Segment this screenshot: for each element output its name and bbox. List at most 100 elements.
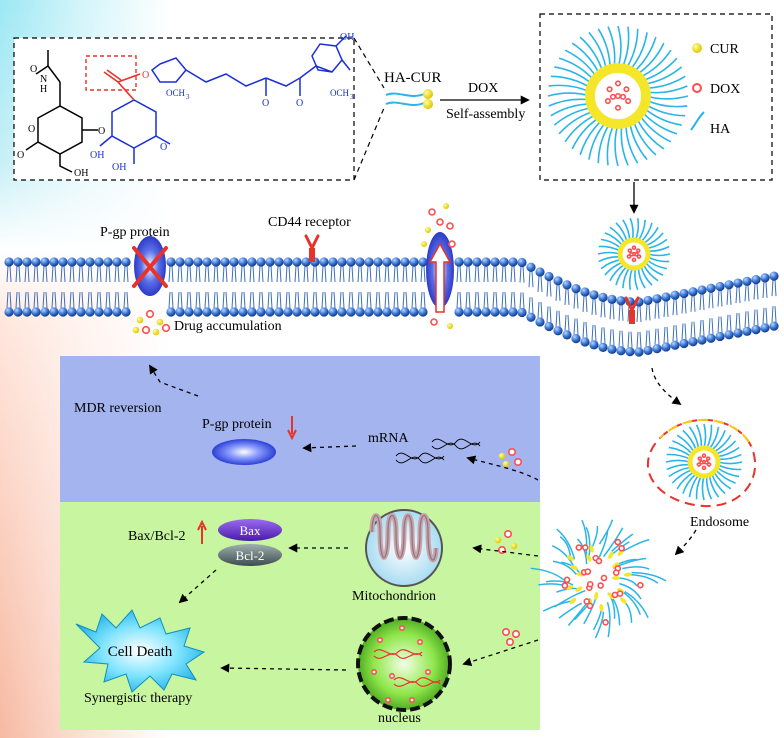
lipid-head (742, 276, 752, 286)
dox-molecule (597, 582, 604, 589)
ha-chain-loose (576, 538, 588, 565)
lipid-tail (306, 265, 309, 283)
dox-molecule (612, 569, 620, 577)
lipid-tail (357, 265, 360, 283)
lipid-tail (315, 265, 318, 283)
lipid-head (598, 292, 608, 302)
lipid-tail (411, 265, 414, 283)
cur-molecule (156, 318, 164, 326)
lipid-tail (666, 300, 669, 317)
lipid-tail (375, 291, 378, 309)
ester-bond (103, 69, 141, 101)
lipid-head (679, 288, 689, 299)
lipid-head (166, 307, 176, 317)
atom-n: N (40, 74, 47, 85)
lipid-tail (330, 291, 333, 309)
lipid-tail (285, 291, 288, 309)
lipid-head (409, 307, 419, 317)
arrow-to-nucleus (462, 639, 539, 667)
dox-molecule (583, 598, 591, 605)
lipid-tail (387, 265, 390, 283)
cd44-receptor-bound (624, 296, 640, 324)
lipid-tail (681, 323, 684, 340)
lipid-head (571, 283, 581, 294)
lipid-head (283, 307, 293, 317)
lipid-head (715, 281, 725, 292)
lipid-head (517, 307, 527, 318)
mrna-strands (395, 438, 481, 464)
lipid-tail (54, 291, 57, 309)
lipid-tail (717, 316, 720, 333)
arrow-to-mdr (149, 364, 199, 397)
dox-molecule (705, 456, 711, 461)
lipid-tail (753, 283, 756, 300)
lipid-tail (549, 280, 552, 297)
lipid-head (184, 307, 194, 317)
lipid-tail (657, 328, 660, 345)
arrow-to-endosome (651, 367, 682, 406)
lipid-tail (204, 291, 207, 309)
lipid-tail (333, 265, 336, 283)
lipid-tail (204, 265, 207, 283)
lipid-tail (249, 291, 252, 309)
lipid-tail (267, 265, 270, 283)
lipid-tail (654, 302, 657, 319)
lipid-head (85, 257, 95, 267)
lipid-head (724, 330, 734, 340)
lipid-head (400, 257, 410, 267)
ha-cur-label: HA-CUR (384, 70, 442, 86)
lipid-head (688, 337, 698, 347)
lipid-tail (618, 330, 621, 347)
lipid-tail (603, 301, 606, 318)
callout-lines (353, 37, 385, 181)
dox-molecule (388, 672, 395, 679)
dox-molecule (600, 574, 608, 582)
lipid-tail (42, 291, 45, 309)
ha-chain-loose (619, 582, 642, 600)
lipid-tail (81, 291, 84, 309)
ha-chain (647, 253, 671, 257)
lipid-tail (771, 280, 774, 297)
lipid-tail (252, 291, 255, 309)
lipid-head (481, 257, 491, 267)
cell-death-burst (75, 609, 206, 693)
pgp-membrane-label: P-gp protein (100, 225, 170, 240)
lipid-tail (567, 314, 570, 331)
ha-chain-loose (552, 560, 577, 576)
och3-sub-2: OCH 3 (330, 88, 354, 101)
lipid-tail (261, 265, 264, 283)
lipid-head (760, 323, 770, 333)
lipid-tail (414, 265, 417, 283)
cur-fragment (612, 562, 620, 568)
lipid-tail (225, 265, 228, 283)
lipid-tail (180, 291, 183, 309)
lipid-tail (468, 291, 471, 309)
lipid-tail (522, 266, 525, 283)
lipid-tail (756, 283, 759, 300)
synergy-label: Synergistic therapy (84, 691, 192, 706)
cur-shell (585, 63, 651, 129)
arrow-to-cell-death (178, 569, 217, 604)
nanoparticle-disassembled (530, 519, 667, 639)
dox-molecule (586, 602, 594, 610)
lipid-head (202, 257, 212, 267)
lipid-head (58, 307, 68, 317)
nanoparticle-small (597, 217, 671, 291)
lipid-tail (33, 265, 36, 283)
ha-chain-loose (624, 590, 649, 619)
lipid-head (355, 307, 365, 317)
lipid-head (688, 287, 698, 297)
self-assembly-label: Self-assembly (446, 107, 525, 122)
lipid-tail (600, 301, 603, 318)
pgp-down-arrowhead (287, 429, 297, 441)
drug-accumulation-cluster (132, 309, 171, 336)
dox-molecule (384, 696, 391, 703)
lipid-head (382, 307, 392, 317)
och3-num-1: 3 (186, 93, 190, 101)
lipid-tail (504, 291, 507, 309)
dox-molecule (614, 538, 622, 546)
efflux-drug-cluster (421, 203, 456, 329)
cur-molecule (425, 227, 431, 233)
lipid-tail (15, 291, 18, 309)
lipid-tail (708, 292, 711, 309)
